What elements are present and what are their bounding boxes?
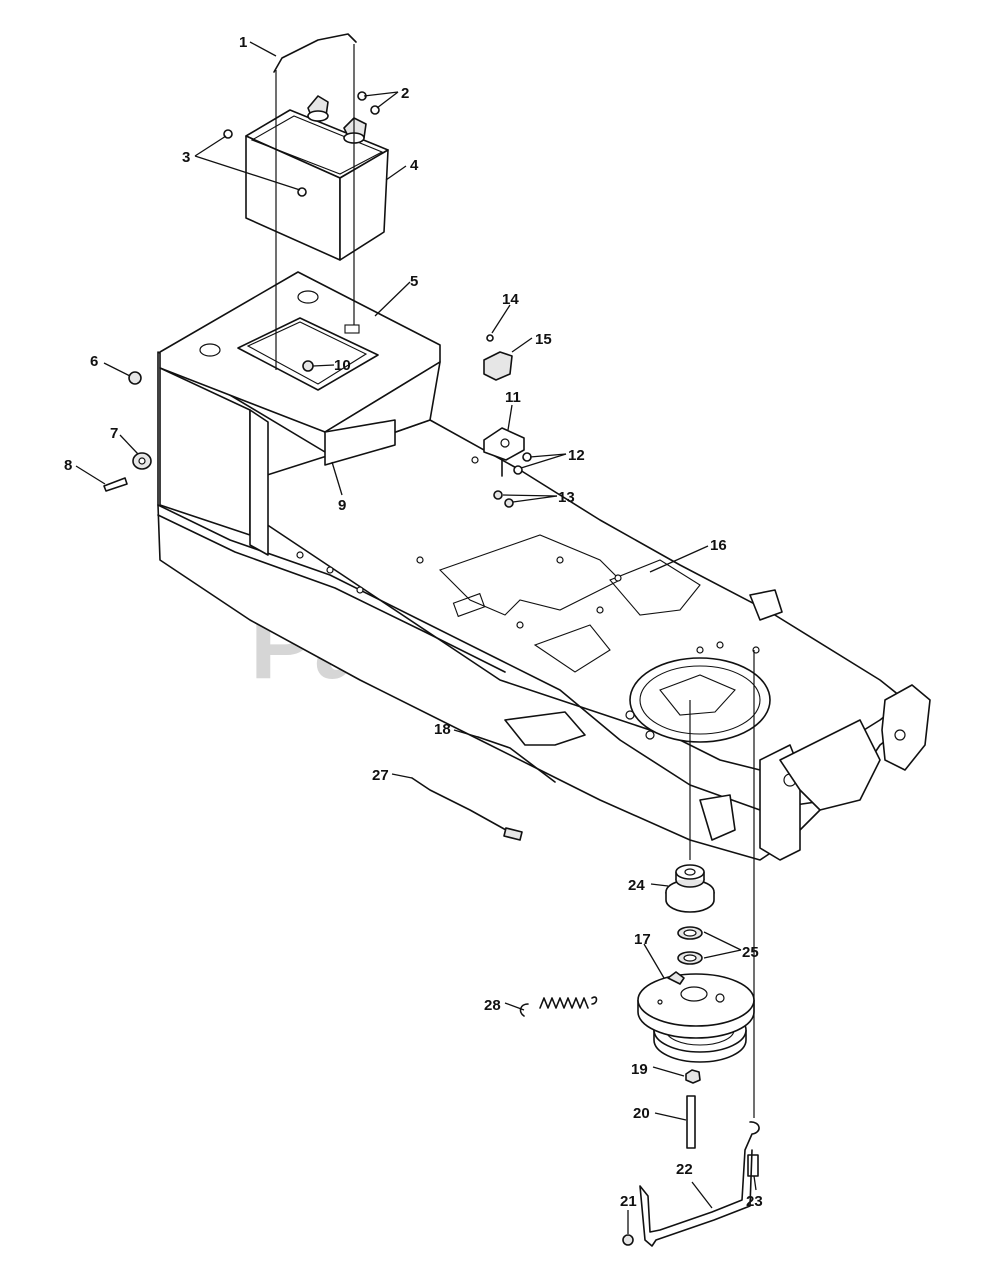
frame-assembly: [157, 351, 931, 861]
callout-19: 19: [631, 1061, 648, 1078]
callout-24: 24: [628, 877, 645, 894]
callout-4: 4: [410, 157, 419, 174]
callout-8: 8: [64, 457, 72, 474]
callout-6: 6: [90, 353, 98, 370]
callout-labels: 1 2 3 4 5 6 7 8 9 10 11 12 13 14 15 16 1…: [64, 34, 763, 1210]
callout-1: 1: [239, 34, 247, 51]
callout-23: 23: [746, 1193, 763, 1210]
callout-12: 12: [568, 447, 585, 464]
callout-22: 22: [676, 1161, 693, 1178]
battery: [245, 95, 389, 261]
electric-clutch: [637, 971, 755, 1063]
callout-9: 9: [338, 497, 346, 514]
callout-16: 16: [710, 537, 727, 554]
callout-10: 10: [334, 357, 351, 374]
callout-28: 28: [484, 997, 501, 1014]
leader-lines: [75, 41, 757, 1234]
callout-20: 20: [633, 1105, 650, 1122]
battery-hold-down-rod: [273, 33, 357, 73]
battery-tray: [159, 271, 441, 556]
callout-7: 7: [110, 425, 118, 442]
callout-13: 13: [558, 489, 575, 506]
callout-27: 27: [372, 767, 389, 784]
callout-11: 11: [505, 389, 521, 406]
callout-17: 17: [634, 931, 651, 948]
clutch-bracket-rod: [639, 1121, 760, 1247]
callout-25: 25: [742, 944, 759, 961]
callout-5: 5: [410, 273, 418, 290]
hardware: [103, 91, 759, 1246]
callout-18: 18: [434, 721, 451, 738]
callout-15: 15: [535, 331, 552, 348]
pulley-assembly: [665, 864, 715, 965]
callout-14: 14: [502, 291, 519, 308]
callout-2: 2: [401, 85, 409, 102]
callout-21: 21: [620, 1193, 637, 1210]
callout-3: 3: [182, 149, 190, 166]
